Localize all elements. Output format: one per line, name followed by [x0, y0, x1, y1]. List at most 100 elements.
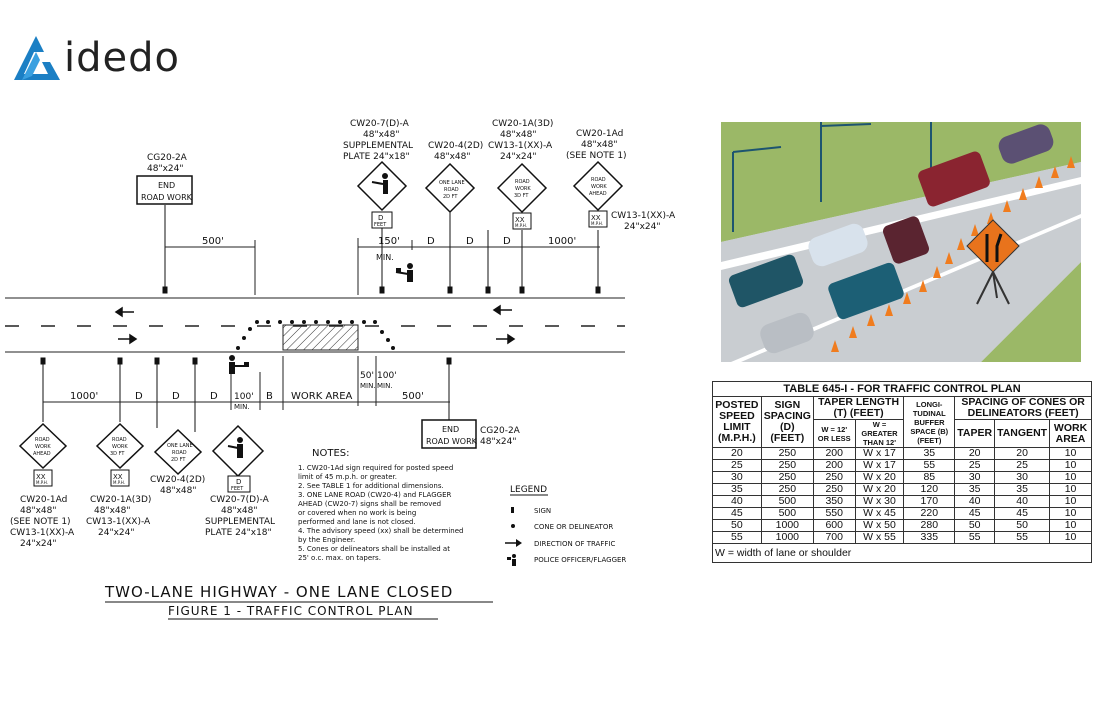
svg-text:or covered when no work is bei: or covered when no work is being	[298, 509, 416, 517]
svg-text:M.P.H.: M.P.H.	[36, 480, 48, 485]
traffic-control-table: TABLE 645-I - FOR TRAFFIC CONTROL PLAN P…	[712, 381, 1092, 563]
svg-text:CW20-7(D)-A: CW20-7(D)-A	[210, 495, 270, 505]
dim-1000-bottom: 1000'	[70, 391, 98, 402]
sign-road-work-3d-top: CW20-1A(3D) 48"x48" CW13-1(XX)-A 24"x24"…	[488, 119, 553, 230]
svg-text:PLATE 24"x18": PLATE 24"x18"	[205, 528, 272, 538]
dim-150: 150'	[378, 236, 400, 247]
svg-text:24"x24": 24"x24"	[624, 222, 661, 232]
figure-title: TWO-LANE HIGHWAY - ONE LANE CLOSED	[104, 583, 453, 601]
col-taper-length: TAPER LENGTH (T) (FEET)	[812, 396, 905, 420]
svg-text:AHEAD (CW20-7) signs shall be: AHEAD (CW20-7) signs shall be removed	[298, 500, 441, 508]
svg-text:M.P.H.: M.P.H.	[515, 223, 527, 228]
work-zone-illustration	[721, 122, 1081, 362]
sign-one-lane-road-top: CW20-4(2D) 48"x48" ONE LANE ROAD 2D FT	[424, 141, 483, 214]
logo-a-icon	[14, 36, 60, 80]
svg-text:CG20-2A: CG20-2A	[147, 153, 188, 163]
flagger-icon-bottom	[229, 355, 249, 374]
col-cone-work-area: WORK AREA	[1049, 419, 1092, 448]
cone-dots	[236, 320, 395, 350]
svg-text:D: D	[378, 214, 383, 222]
svg-text:48"x48": 48"x48"	[363, 130, 400, 140]
svg-text:25' o.c. max. on tapers.: 25' o.c. max. on tapers.	[298, 554, 381, 562]
svg-text:SIGN: SIGN	[534, 507, 551, 515]
svg-text:ROAD: ROAD	[515, 179, 530, 185]
svg-text:2. See TABLE 1 for additional: 2. See TABLE 1 for additional dimensions…	[298, 482, 444, 490]
sign-end-road-work-bottom: END ROAD WORK CG20-2A 48"x24"	[421, 419, 521, 449]
svg-text:CONE OR DELINEATOR: CONE OR DELINEATOR	[534, 523, 613, 531]
svg-text:CW20-7(D)-A: CW20-7(D)-A	[350, 119, 410, 129]
dim-min-100: MIN.	[377, 382, 393, 390]
col-taper-wgt12: W = GREATER THAN 12'	[854, 419, 905, 448]
dim-min-top: MIN.	[376, 253, 394, 262]
dim-100b: 100'	[377, 371, 397, 381]
svg-text:WORK: WORK	[591, 184, 607, 190]
svg-text:POLICE OFFICER/FLAGGER: POLICE OFFICER/FLAGGER	[534, 556, 626, 564]
dim-50: 50'	[360, 371, 374, 381]
svg-text:48"x24": 48"x24"	[480, 437, 517, 447]
svg-text:NOTES:: NOTES:	[312, 448, 350, 459]
svg-text:3. ONE LANE ROAD (CW20-4) and: 3. ONE LANE ROAD (CW20-4) and FLAGGER	[298, 491, 451, 499]
svg-text:XX: XX	[591, 214, 601, 222]
dim-d3: D	[503, 236, 511, 247]
dim-d2: D	[466, 236, 474, 247]
dim-min-bottom: MIN.	[234, 403, 250, 411]
svg-text:SUPPLEMENTAL: SUPPLEMENTAL	[205, 517, 275, 527]
svg-text:ONE LANE: ONE LANE	[439, 180, 465, 186]
svg-text:2D FT: 2D FT	[443, 194, 458, 200]
svg-text:CW20-4(2D): CW20-4(2D)	[428, 141, 483, 151]
figure-subtitle: FIGURE 1 - TRAFFIC CONTROL PLAN	[168, 604, 414, 618]
svg-text:CW20-1Ad: CW20-1Ad	[20, 495, 67, 505]
svg-text:48"x48": 48"x48"	[500, 130, 537, 140]
svg-text:48"x24": 48"x24"	[147, 164, 184, 174]
col-sign-spacing: SIGN SPACING (D) (FEET)	[760, 396, 814, 448]
svg-text:D: D	[236, 478, 241, 486]
sign-legend-icon	[511, 507, 514, 513]
svg-text:CW13-1(XX)-A: CW13-1(XX)-A	[488, 141, 553, 151]
svg-text:LEGEND: LEGEND	[510, 485, 547, 495]
svg-text:CW13-1(XX)-A: CW13-1(XX)-A	[611, 211, 676, 221]
col-cone-tangent: TANGENT	[994, 419, 1051, 448]
work-area-hatch	[282, 324, 359, 351]
svg-text:CW20-1A(3D): CW20-1A(3D)	[90, 495, 151, 505]
svg-text:48"x48": 48"x48"	[434, 152, 471, 162]
svg-text:3D FT: 3D FT	[514, 193, 529, 199]
col-cone-taper: TAPER	[954, 419, 996, 448]
legend: LEGEND SIGN CONE OR DELINEATOR DIRECTION…	[505, 485, 626, 566]
dim-d1: D	[427, 236, 435, 247]
dim-d5: D	[172, 391, 180, 402]
svg-text:WORK: WORK	[35, 444, 51, 450]
svg-text:by the Engineer.: by the Engineer.	[298, 536, 355, 544]
svg-text:FEET: FEET	[374, 222, 387, 228]
svg-text:XX: XX	[36, 473, 46, 481]
svg-text:M.P.H.: M.P.H.	[113, 480, 125, 485]
svg-text:AHEAD: AHEAD	[589, 191, 607, 197]
svg-text:ROAD: ROAD	[172, 450, 187, 456]
notes-block: NOTES: 1. CW20-1Ad sign required for pos…	[298, 448, 463, 562]
svg-text:(SEE NOTE 1): (SEE NOTE 1)	[10, 517, 71, 527]
svg-text:DIRECTION OF TRAFFIC: DIRECTION OF TRAFFIC	[534, 540, 615, 548]
svg-text:END: END	[158, 181, 175, 190]
sign-road-work-3d-bottom: ROAD WORK 3D FT XX M.P.H. CW20-1A(3D) 48…	[86, 422, 151, 538]
svg-text:24"x24": 24"x24"	[20, 539, 57, 549]
brand-logo[interactable]: idedo	[12, 34, 180, 82]
svg-text:XX: XX	[515, 216, 525, 224]
sign-flagger-top: CW20-7(D)-A 48"x48" SUPPLEMENTAL PLATE 2…	[343, 119, 413, 229]
sign-road-work-ahead-bottom: ROAD WORK AHEAD XX M.P.H. CW20-1Ad 48"x4…	[10, 422, 75, 549]
sign-flagger-bottom: D FEET CW20-7(D)-A 48"x48" SUPPLEMENTAL …	[205, 424, 275, 538]
svg-text:(SEE NOTE 1): (SEE NOTE 1)	[566, 151, 627, 161]
traffic-control-diagram: 500' 150' MIN. D D D 1000' 1000' D D D 1…	[5, 119, 676, 620]
svg-text:ROAD: ROAD	[35, 437, 50, 443]
svg-text:M.P.H.: M.P.H.	[591, 221, 603, 226]
svg-text:CW20-1Ad: CW20-1Ad	[576, 129, 623, 139]
svg-text:PLATE 24"x18": PLATE 24"x18"	[343, 152, 410, 162]
dim-d4: D	[135, 391, 143, 402]
col-cone-spacing: SPACING OF CONES OR DELINEATORS (FEET)	[954, 396, 1092, 420]
svg-text:CW20-1A(3D): CW20-1A(3D)	[492, 119, 553, 129]
dim-500-bottom: 500'	[402, 391, 424, 402]
svg-text:48"x48": 48"x48"	[581, 140, 618, 150]
